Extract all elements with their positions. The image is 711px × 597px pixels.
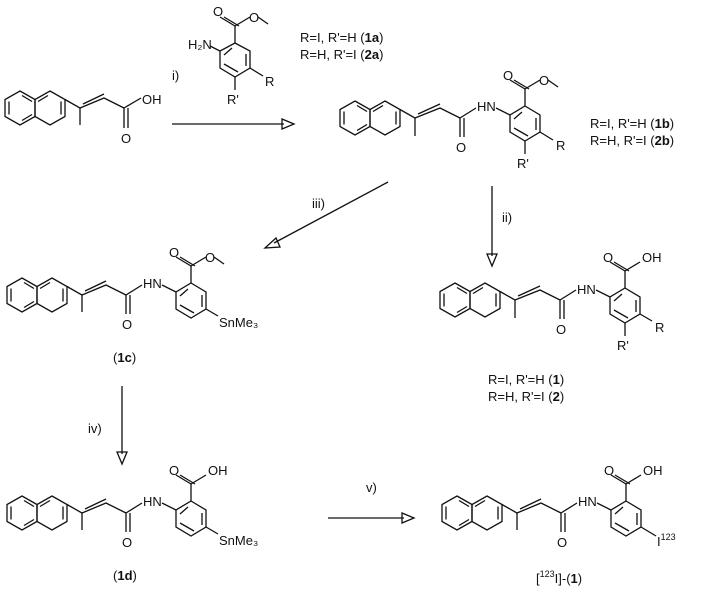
amide-acid-1-2: O HN O OH R R' (439, 250, 664, 353)
stannyl-acid-1d: O HN O OH SnMe₃ (6, 463, 258, 550)
rprime-label: R' (227, 92, 239, 107)
reagent-i: i) (172, 68, 179, 83)
reagent-v: v) (366, 480, 377, 495)
r-label: R (265, 74, 274, 89)
nh-label: HN (577, 282, 596, 297)
compound-final-label: [123I]-(1) (536, 569, 582, 586)
compound-1c-label: (1c) (113, 350, 136, 365)
reagent-ii: ii) (502, 210, 512, 225)
label-2a-line: R=H, R'=I (2a) (300, 47, 383, 62)
reagent-iv: iv) (88, 421, 102, 436)
o-label: O (169, 245, 179, 260)
o-label: O (539, 73, 549, 88)
reagent-iii: iii) (312, 196, 325, 211)
amine-label: H₂N (188, 37, 212, 52)
nh-label: HN (143, 276, 162, 291)
o-label: O (121, 131, 131, 146)
o-label: O (169, 463, 179, 478)
nh-label: HN (578, 494, 597, 509)
o-label: O (249, 10, 259, 25)
o-label: O (213, 4, 223, 19)
stannyl-ester-1c: O HN O O SnMe₃ (6, 245, 258, 332)
label-1a-line: R=I, R'=H (1a) (300, 30, 383, 45)
label-2-line: R=H, R'=I (2) (488, 389, 564, 404)
nh-label: HN (143, 494, 162, 509)
rprime-label: R' (617, 338, 629, 353)
nh-label: HN (477, 99, 496, 114)
iodine-123-label: I123 (657, 532, 676, 549)
radioiodinated-product: O HN O OH I123 (441, 463, 676, 550)
o-label: O (205, 250, 215, 265)
o-label: O (603, 250, 613, 265)
oh-label: OH (643, 463, 663, 478)
o-label: O (557, 535, 567, 550)
amide-ester-1b-2b: O HN O O R R' (339, 68, 565, 171)
compound-1d-label: (1d) (113, 568, 137, 583)
methyl-aminobenzoate: O O H₂N R R' (188, 4, 274, 107)
o-label: O (122, 535, 132, 550)
o-label: O (604, 463, 614, 478)
naphthyl-butenoic-acid: OH O (4, 90, 162, 146)
o-label: O (503, 68, 513, 83)
rprime-label: R' (517, 156, 529, 171)
o-label: O (456, 140, 466, 155)
o-label: O (556, 322, 566, 337)
oh-label: OH (642, 250, 662, 265)
label-1-line: R=I, R'=H (1) (488, 372, 564, 387)
r-label: R (655, 320, 664, 335)
snme3-label: SnMe₃ (219, 315, 258, 330)
oh-label: OH (142, 92, 162, 107)
label-1b-line: R=I, R'=H (1b) (590, 116, 674, 131)
oh-label: OH (208, 463, 228, 478)
o-label: O (122, 317, 132, 332)
r-label: R (556, 138, 565, 153)
snme3-label: SnMe₃ (219, 533, 258, 548)
label-2b-line: R=H, R'=I (2b) (590, 133, 674, 148)
